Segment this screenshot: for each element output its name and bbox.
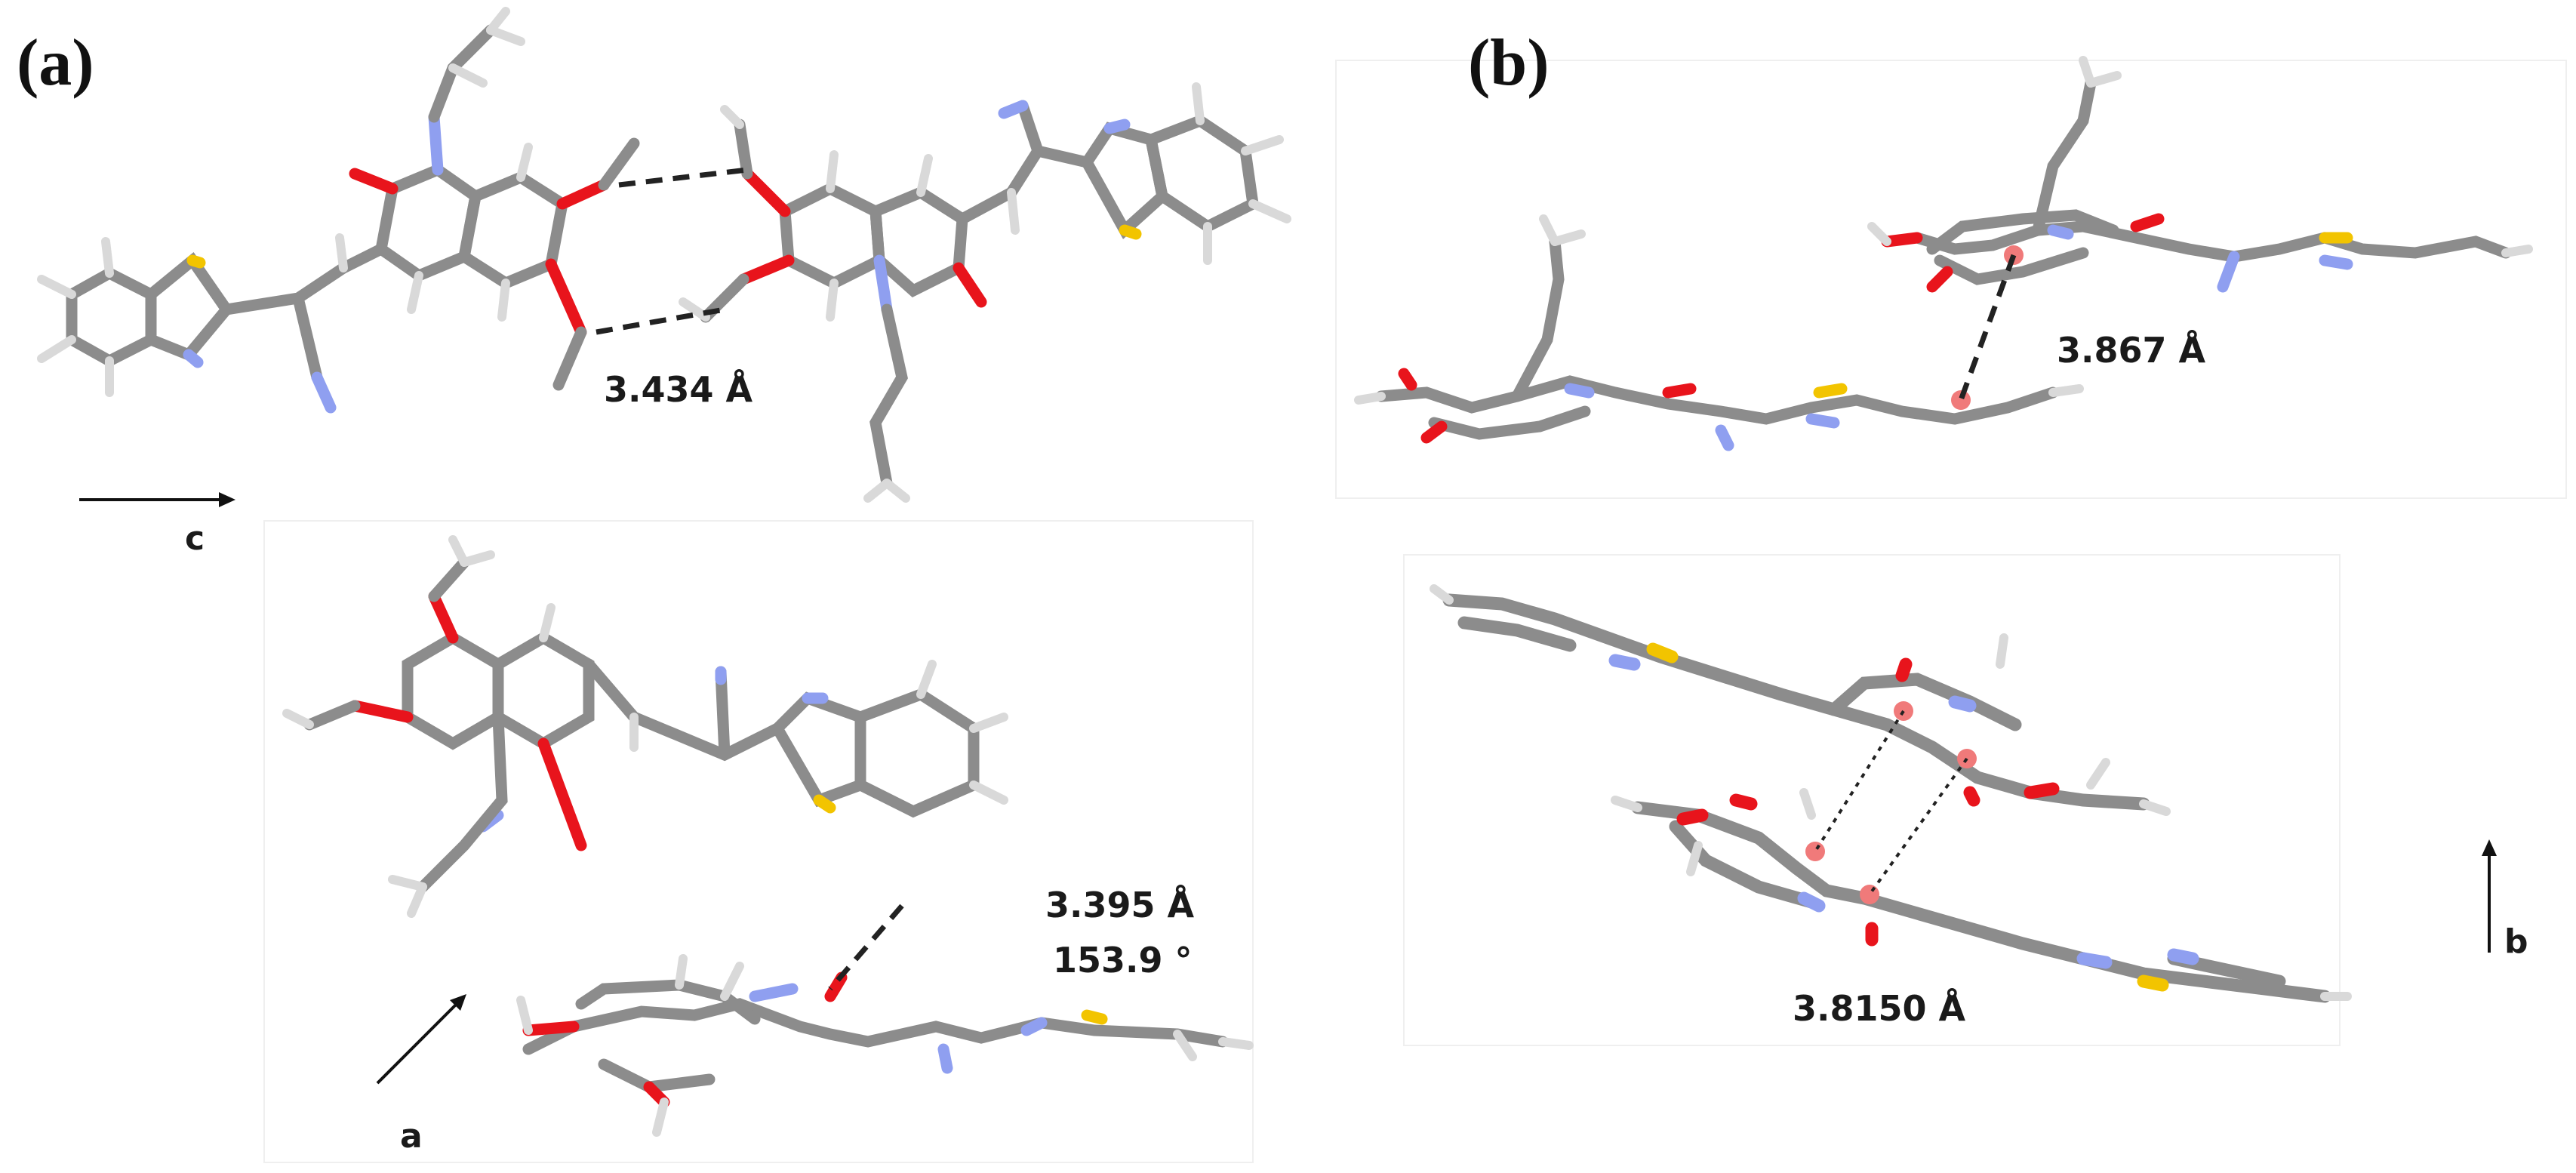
molecule-a-lower-flat [522, 971, 1229, 1108]
hydrogens-a-lower-upright [282, 535, 1008, 918]
axis-b-label: b [2504, 922, 2528, 961]
hydrogens-b-bottom [1430, 584, 2352, 1001]
centroid-marker [1951, 390, 1971, 410]
hydrogens-b-top [1354, 56, 2533, 405]
axis-c-label: c [185, 519, 205, 558]
hydrogens-a-right [679, 82, 1291, 503]
ch-pi-angle-label: 153.9 ° [1053, 940, 1193, 981]
panel-b-label: (b) [1468, 26, 1550, 100]
panel-a-label: (a) [17, 26, 94, 100]
axis-a-arrow [376, 994, 466, 1085]
molecule-a-left [66, 24, 640, 414]
panel-b-bottom-stack [1430, 584, 2352, 1003]
hbond-upper [618, 167, 748, 188]
centroid-marker [1860, 885, 1879, 904]
molecule-b-upper [1881, 77, 2512, 293]
pi-stack-distance-1-label: 3.867 Å [2057, 330, 2206, 371]
panel-b-top-stack [1354, 56, 2533, 451]
axis-c-arrow [79, 492, 235, 507]
ch-pi-distance-label: 3.395 Å [1045, 885, 1195, 925]
centroid-marker [1805, 842, 1825, 861]
panel-frames [263, 60, 2567, 1163]
panel-a-lower-pair [282, 535, 1254, 1137]
molecule-b-bottom-upper [1442, 593, 2150, 811]
molecule-b-lower [1375, 236, 2059, 451]
ch-pi-contact [828, 904, 904, 991]
hydrogens-a-lower-flat [516, 954, 1254, 1137]
pi-stack-contact-2 [1814, 710, 1905, 853]
hbond-lower [596, 306, 725, 335]
axis-a-label: a [400, 1117, 423, 1156]
panel-a-top-dimer [37, 7, 1291, 503]
pi-stack-contact-2 [1868, 757, 1968, 896]
molecule-b-bottom-lower [1631, 793, 2331, 1003]
molecule-a-lower-upright [303, 556, 980, 893]
axis-b-arrow [2482, 839, 2497, 953]
hydrogens-a-left [37, 7, 533, 397]
pi-stack-distance-2-label: 3.8150 Å [1793, 988, 1966, 1029]
hbond-distance-label: 3.434 Å [604, 369, 753, 410]
molecule-a-right [700, 100, 1260, 489]
